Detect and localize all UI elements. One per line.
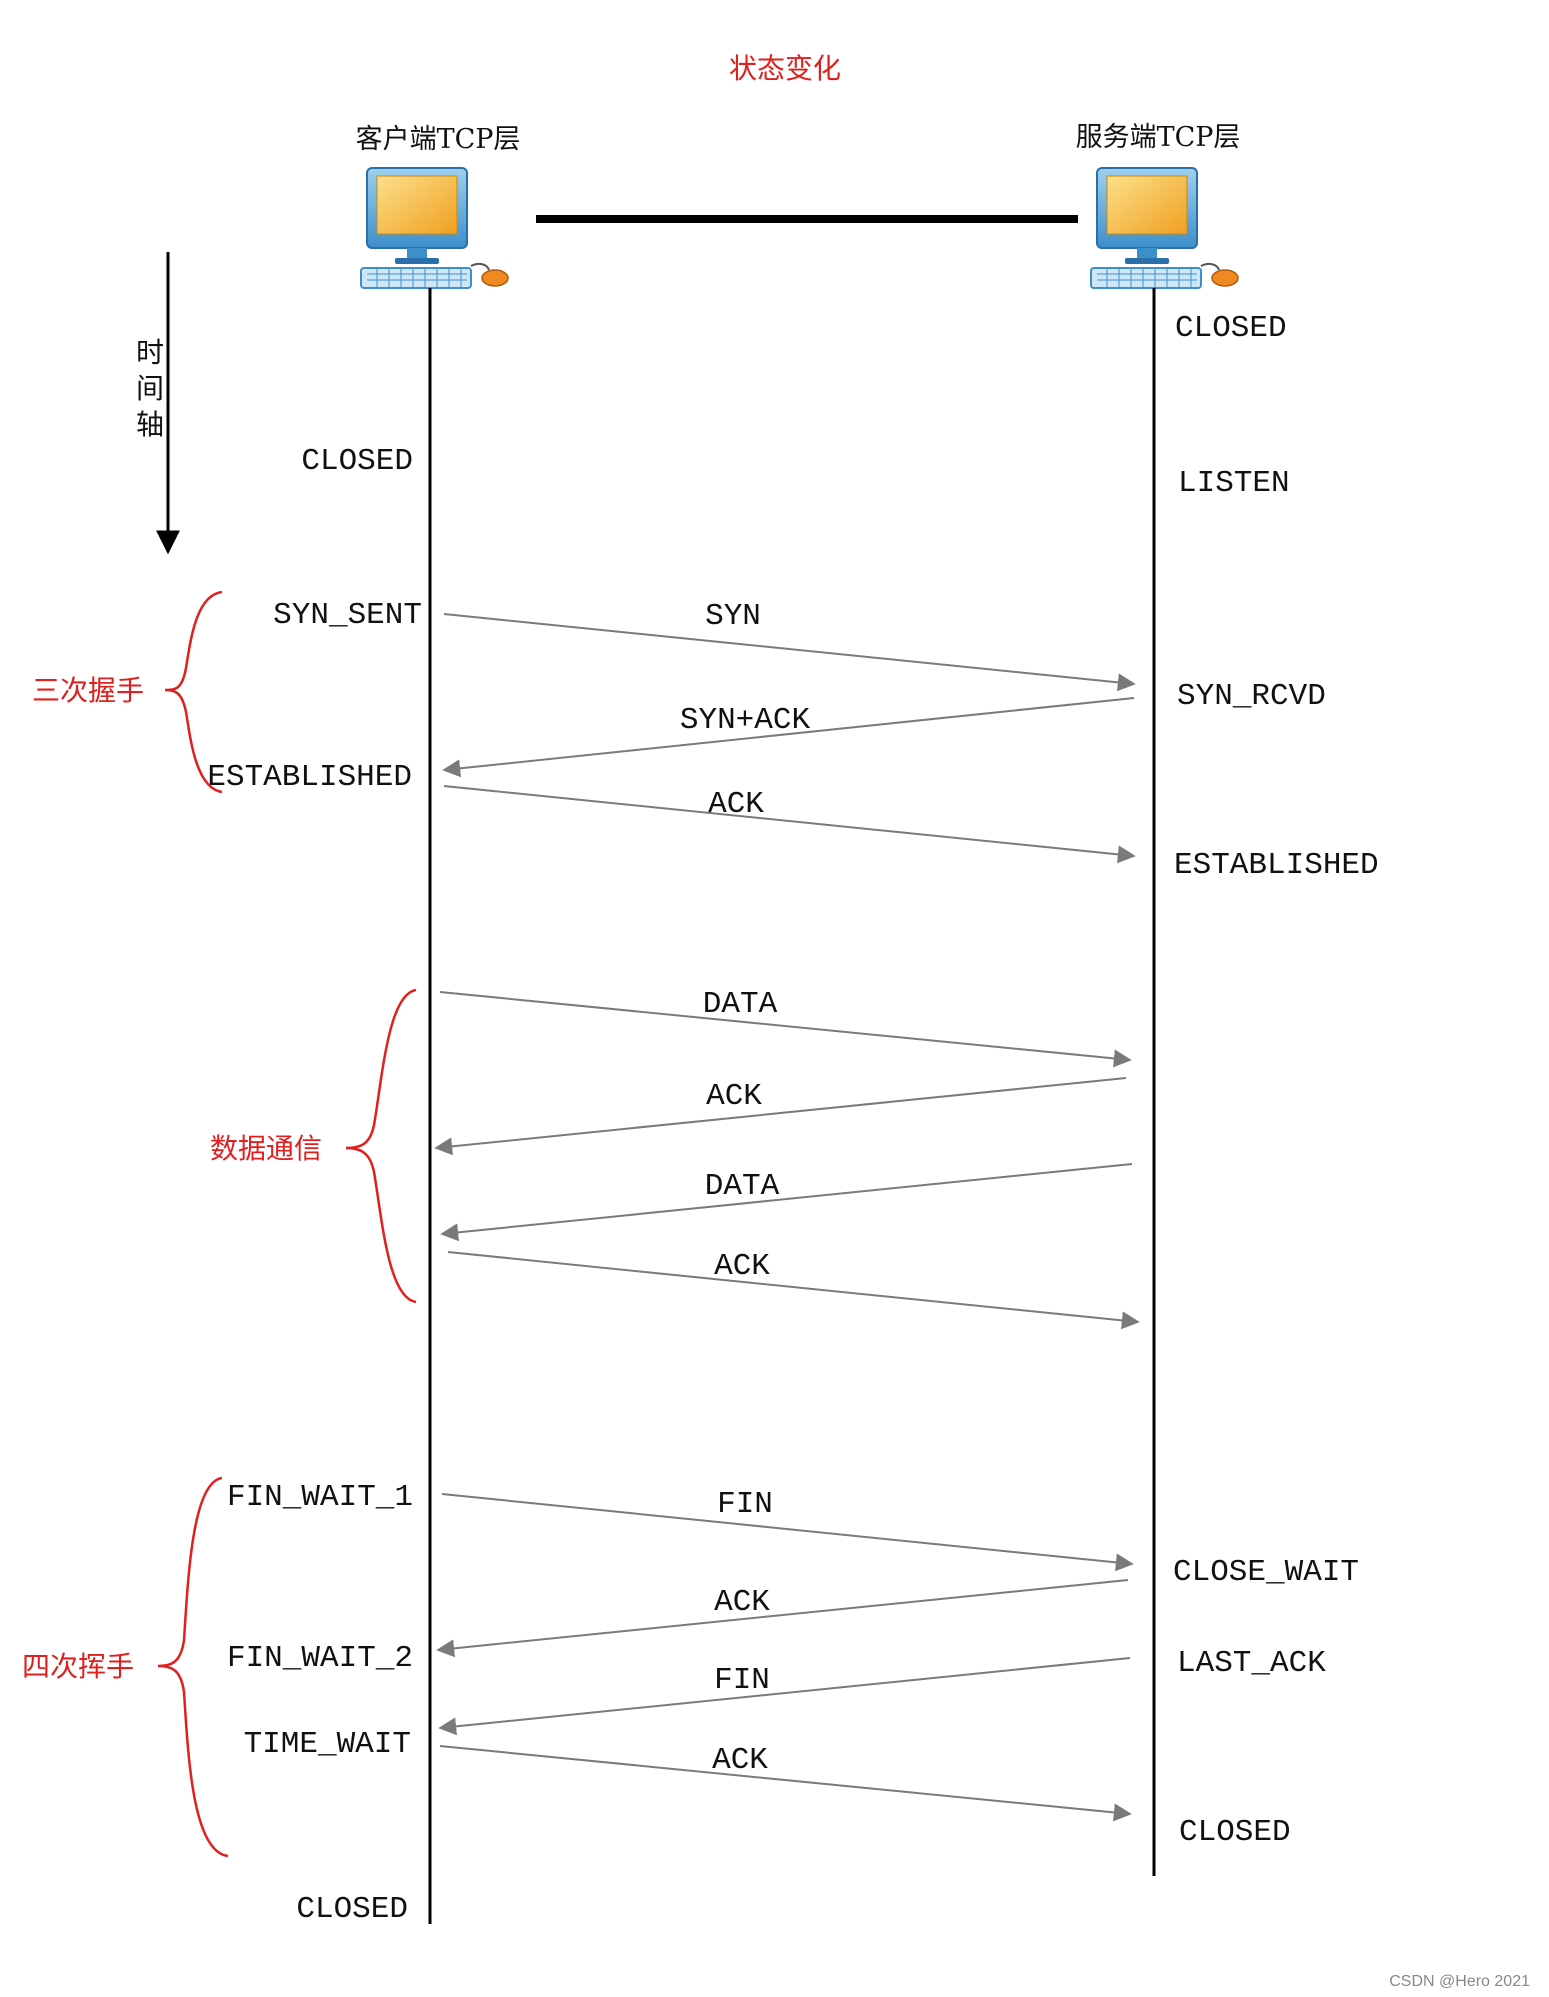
server-state: SYN_RCVD <box>1177 679 1326 714</box>
message-arrow <box>443 613 1136 692</box>
message-label: ACK <box>714 1249 770 1284</box>
server-label: 服务端TCP层 <box>1076 122 1241 153</box>
client-state: CLOSED <box>296 1892 408 1927</box>
message-arrow <box>436 1579 1129 1658</box>
client-state: SYN_SENT <box>273 598 422 633</box>
server-state: ESTABLISHED <box>1174 848 1379 883</box>
message-arrow <box>434 1077 1127 1156</box>
phase-brace <box>345 988 417 1304</box>
message-label: FIN <box>717 1487 773 1522</box>
server-state: LISTEN <box>1178 466 1290 501</box>
phase-label: 四次挥手 <box>22 1650 134 1683</box>
client-label: 客户端TCP层 <box>356 124 521 155</box>
server-state: LAST_ACK <box>1177 1646 1326 1681</box>
phase-brace <box>164 590 223 794</box>
watermark: CSDN @Hero 2021 <box>1389 1973 1530 1990</box>
message-arrow <box>440 1163 1133 1242</box>
phase-label: 数据通信 <box>210 1132 322 1165</box>
phase-label: 三次握手 <box>32 674 144 707</box>
message-label: DATA <box>705 1169 780 1204</box>
client-state: TIME_WAIT <box>244 1727 411 1762</box>
message-arrow <box>439 991 1132 1068</box>
message-label: ACK <box>714 1585 770 1620</box>
phase-brace <box>157 1476 229 1858</box>
message-label: ACK <box>708 787 764 822</box>
client-state: CLOSED <box>301 444 413 479</box>
message-arrow <box>438 1657 1131 1736</box>
diagram-title: 状态变化 <box>729 52 841 85</box>
message-label: FIN <box>714 1663 770 1698</box>
computer-icon <box>1090 167 1239 289</box>
time-axis-char: 轴 <box>136 408 164 441</box>
message-arrow <box>441 1493 1134 1572</box>
message-label: SYN <box>705 599 761 634</box>
client-state: ESTABLISHED <box>207 760 412 795</box>
message-label: ACK <box>706 1079 762 1114</box>
server-state: CLOSED <box>1179 1815 1291 1850</box>
message-label: SYN+ACK <box>680 703 811 738</box>
server-state: CLOSED <box>1175 311 1287 346</box>
time-axis-char: 时 <box>136 336 164 369</box>
server-state: CLOSE_WAIT <box>1173 1555 1359 1590</box>
message-arrow <box>447 1251 1140 1330</box>
message-arrow <box>439 1745 1132 1822</box>
time-axis-char: 间 <box>136 372 164 405</box>
computer-icon <box>360 167 509 289</box>
message-label: ACK <box>712 1743 768 1778</box>
message-arrow <box>443 785 1136 864</box>
message-label: DATA <box>703 987 778 1022</box>
client-state: FIN_WAIT_2 <box>227 1641 413 1676</box>
client-state: FIN_WAIT_1 <box>227 1480 413 1515</box>
message-arrow <box>442 697 1135 778</box>
